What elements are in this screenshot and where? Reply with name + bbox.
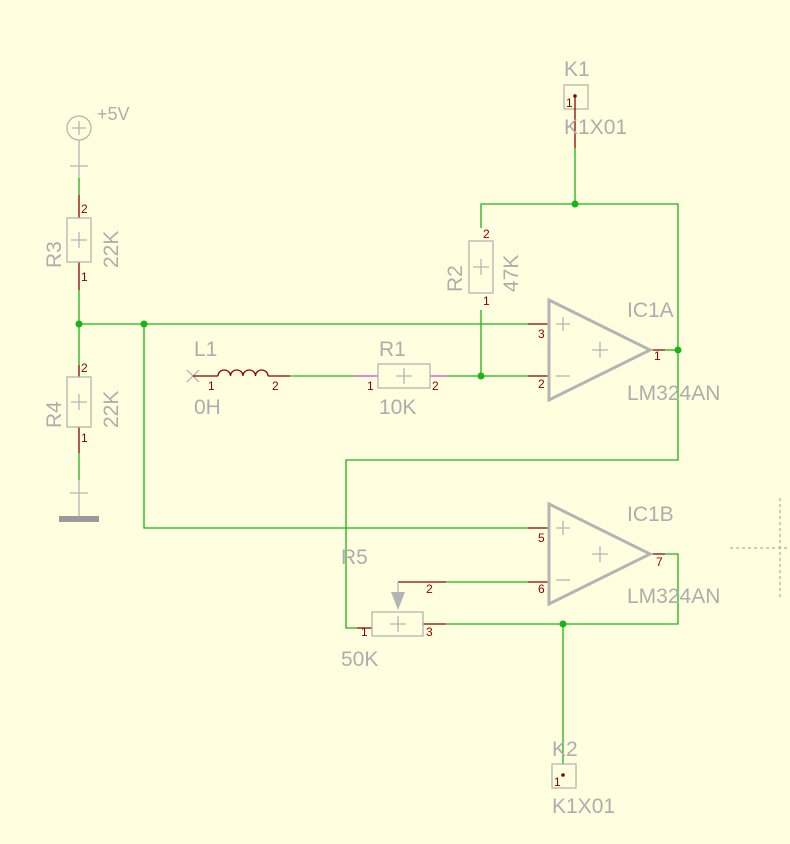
- wire-mid-to-ic1b-plus[interactable]: [143, 324, 528, 529]
- plus-icon: [71, 394, 87, 410]
- supply-symbol[interactable]: +5V: [66, 104, 130, 178]
- plus-icon: [592, 546, 608, 562]
- r2-ref: R2: [444, 265, 467, 292]
- ic1b-ref: IC1B: [627, 503, 674, 526]
- ic1b-pin-plus: 5: [538, 531, 545, 545]
- ic1a-value: LM324AN: [627, 382, 720, 405]
- k2-value: K1X01: [552, 795, 615, 818]
- wires: [78, 148, 679, 764]
- r1-pin2: 2: [432, 379, 439, 393]
- junction-dot: [571, 200, 579, 208]
- opamp-ic1a[interactable]: 3 2 1 IC1A LM324AN: [528, 297, 720, 405]
- l1-ref: L1: [194, 338, 217, 361]
- r4-pin1: 1: [81, 431, 88, 445]
- r4-body: [66, 376, 92, 428]
- wire-ic1a-out-to-r5[interactable]: [345, 350, 679, 629]
- k1-pin-dot: [573, 94, 577, 98]
- connector-k2[interactable]: 1 K2 K1X01: [551, 738, 615, 818]
- ic1b-triangle: [547, 501, 654, 607]
- resistor-r4[interactable]: 2 1 R4 22K: [43, 361, 123, 453]
- connector-k1[interactable]: 1 K1 K1X01: [563, 58, 627, 148]
- junction-dot: [674, 346, 682, 354]
- r5-leads: [357, 581, 446, 629]
- r3-pin2: 2: [81, 202, 88, 216]
- r5-ref: R5: [341, 546, 368, 569]
- resistor-r3[interactable]: 2 1 R3 22K: [43, 195, 123, 290]
- junction-dot: [140, 320, 148, 328]
- r3-value: 22K: [100, 231, 123, 268]
- r3-ref: R3: [43, 241, 66, 268]
- junction-dot: [477, 372, 485, 380]
- junctions: [75, 200, 682, 628]
- r4-value: 22K: [100, 391, 123, 428]
- k1-body: [563, 84, 589, 110]
- inductor-l1[interactable]: 1 2 L1 0H: [186, 338, 290, 419]
- junction-dot: [559, 620, 567, 628]
- supply-label: +5V: [97, 104, 130, 124]
- resistor-r2[interactable]: 2 1 R2 47K: [444, 227, 523, 308]
- ground-bar: [59, 516, 99, 522]
- l1-pin2: 2: [272, 379, 279, 393]
- plus-icon: [72, 121, 86, 135]
- resistor-r1[interactable]: 1 2 R1 10K: [354, 338, 447, 419]
- wire-feedback-top[interactable]: [480, 203, 679, 350]
- r1-ref: R1: [379, 338, 406, 361]
- wiper-arrow-icon: [391, 592, 405, 610]
- r3-body: [66, 217, 92, 263]
- r2-pin1: 1: [483, 294, 490, 308]
- supply-lead: [70, 140, 88, 178]
- ic1b-value: LM324AN: [627, 585, 720, 608]
- r3-pin1: 1: [81, 270, 88, 284]
- ic1a-pin-out: 1: [654, 349, 661, 363]
- r1-pin1: 1: [367, 379, 374, 393]
- k1-value: K1X01: [564, 116, 627, 139]
- r5-value: 50K: [341, 648, 378, 671]
- r2-body: [468, 240, 494, 294]
- l1-value: 0H: [194, 396, 221, 419]
- k2-body: [551, 763, 577, 789]
- ic1a-triangle: [547, 297, 654, 403]
- plus-icon: [396, 368, 412, 384]
- r5-pin2: 2: [426, 582, 433, 596]
- ic1b-pin-minus: 6: [538, 582, 545, 596]
- r1-body: [377, 363, 431, 389]
- k2-pin-dot: [561, 773, 565, 777]
- k2-pin1: 1: [554, 775, 561, 789]
- plus-icon: [556, 521, 570, 535]
- ic1a-ref: IC1A: [627, 299, 674, 322]
- junction-dot: [75, 320, 83, 328]
- l1-pin1: 1: [208, 379, 215, 393]
- r2-pin2: 2: [483, 227, 490, 241]
- l1-coil-icon: [217, 369, 269, 377]
- potentiometer-r5[interactable]: 1 2 3 R5 50K: [341, 546, 446, 671]
- ground-symbol[interactable]: [59, 480, 99, 522]
- r5-body: [371, 611, 424, 637]
- ic1b-pin-out: 7: [656, 555, 663, 569]
- plus-icon: [556, 317, 570, 331]
- r1-value: 10K: [379, 396, 416, 419]
- plus-icon: [592, 342, 608, 358]
- crosshair-cursor-icon: [730, 498, 790, 600]
- plus-icon: [71, 232, 87, 248]
- r4-ref: R4: [43, 401, 66, 428]
- ic1a-pin-plus: 3: [538, 327, 545, 341]
- r2-value: 47K: [500, 255, 523, 292]
- k1-pin1: 1: [566, 96, 573, 110]
- r5-pin3: 3: [426, 625, 433, 639]
- ground-lead: [70, 480, 88, 517]
- r5-pin1: 1: [361, 625, 368, 639]
- plus-icon: [473, 259, 489, 275]
- r4-pin2: 2: [81, 361, 88, 375]
- opamp-ic1b[interactable]: 5 6 7 IC1B LM324AN: [528, 501, 720, 608]
- ic1a-pin-minus: 2: [538, 377, 545, 391]
- k1-ref: K1: [564, 58, 590, 81]
- k2-ref: K2: [552, 738, 578, 761]
- plus-icon: [390, 616, 406, 632]
